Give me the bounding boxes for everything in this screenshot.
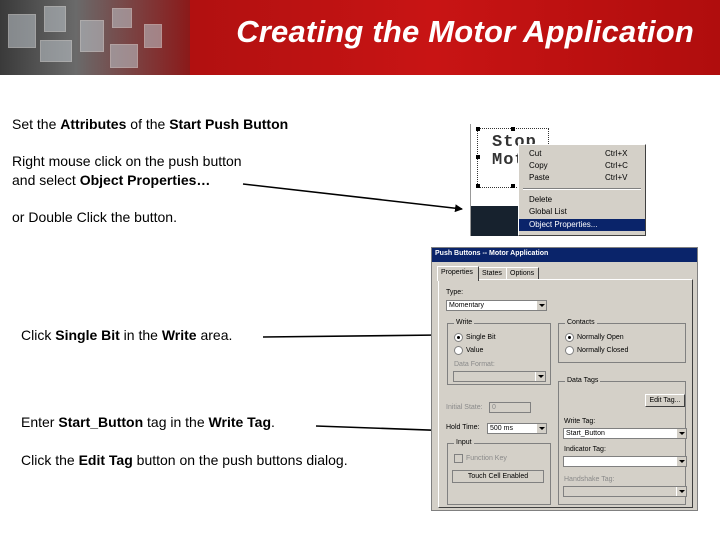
normally-open-radio[interactable] <box>565 333 574 342</box>
chevron-down-icon <box>536 424 546 433</box>
hold-time-select[interactable]: 500 ms <box>487 423 547 434</box>
handshake-tag-select[interactable] <box>563 486 687 497</box>
instruction-edit-tag: Click the Edit Tag button on the push bu… <box>21 452 348 468</box>
menu-item-global-list[interactable]: Global List <box>529 207 567 216</box>
input-group: Input Function Key Touch Cell Enabled <box>447 439 551 505</box>
edit-tag-button[interactable]: Edit Tag... <box>645 394 685 407</box>
indicator-tag-select[interactable] <box>563 456 687 467</box>
type-label: Type: <box>446 289 464 296</box>
contacts-group: Contacts Normally Open Normally Closed <box>558 319 686 363</box>
touch-cell-field[interactable]: Touch Cell Enabled <box>452 470 544 483</box>
arrow-single-bit <box>262 331 441 340</box>
normally-closed-radio[interactable] <box>565 346 574 355</box>
menu-item-object-properties[interactable]: Object Properties... <box>519 219 645 231</box>
tab-properties[interactable]: Properties <box>437 266 479 281</box>
single-bit-radio[interactable] <box>454 333 463 342</box>
header-image <box>0 0 190 75</box>
function-key-checkbox[interactable] <box>454 454 463 463</box>
menu-item-delete[interactable]: Delete <box>529 195 553 204</box>
properties-panel: Type: Momentary Write Single Bit Value D… <box>438 279 693 508</box>
value-radio[interactable] <box>454 346 463 355</box>
write-tag-select[interactable]: Start_Button <box>563 428 687 439</box>
instruction-attributes: Set the Attributes of the Start Push But… <box>12 116 289 132</box>
push-buttons-dialog: Push Buttons -- Motor Application Proper… <box>431 247 698 511</box>
data-tags-group: Data Tags Edit Tag... Write Tag: Start_B… <box>558 377 687 505</box>
chevron-down-icon <box>676 429 686 438</box>
slide-title: Creating the Motor Application <box>236 14 694 49</box>
data-format-select[interactable] <box>453 371 546 382</box>
title-banner: Creating the Motor Application <box>0 0 720 75</box>
instruction-write-tag: Enter Start_Button tag in the Write Tag. <box>21 414 275 430</box>
write-group: Write Single Bit Value Data Format: <box>447 319 551 385</box>
instruction-single-bit: Click Single Bit in the Write area. <box>21 327 233 343</box>
tab-options[interactable]: Options <box>506 267 539 280</box>
chevron-down-icon <box>535 372 545 381</box>
instruction-double-click: or Double Click the button. <box>12 209 177 225</box>
chevron-down-icon <box>536 301 546 310</box>
dialog-title-bar: Push Buttons -- Motor Application <box>432 248 697 262</box>
menu-separator <box>523 188 641 190</box>
arrow-object-properties <box>242 183 463 213</box>
chevron-down-icon <box>676 487 686 496</box>
dark-panel <box>471 206 518 236</box>
instruction-right-click: Right mouse click on the push button and… <box>12 153 242 188</box>
type-select[interactable]: Momentary <box>446 300 547 311</box>
initial-state-field[interactable]: 0 <box>489 402 531 413</box>
chevron-down-icon <box>676 457 686 466</box>
